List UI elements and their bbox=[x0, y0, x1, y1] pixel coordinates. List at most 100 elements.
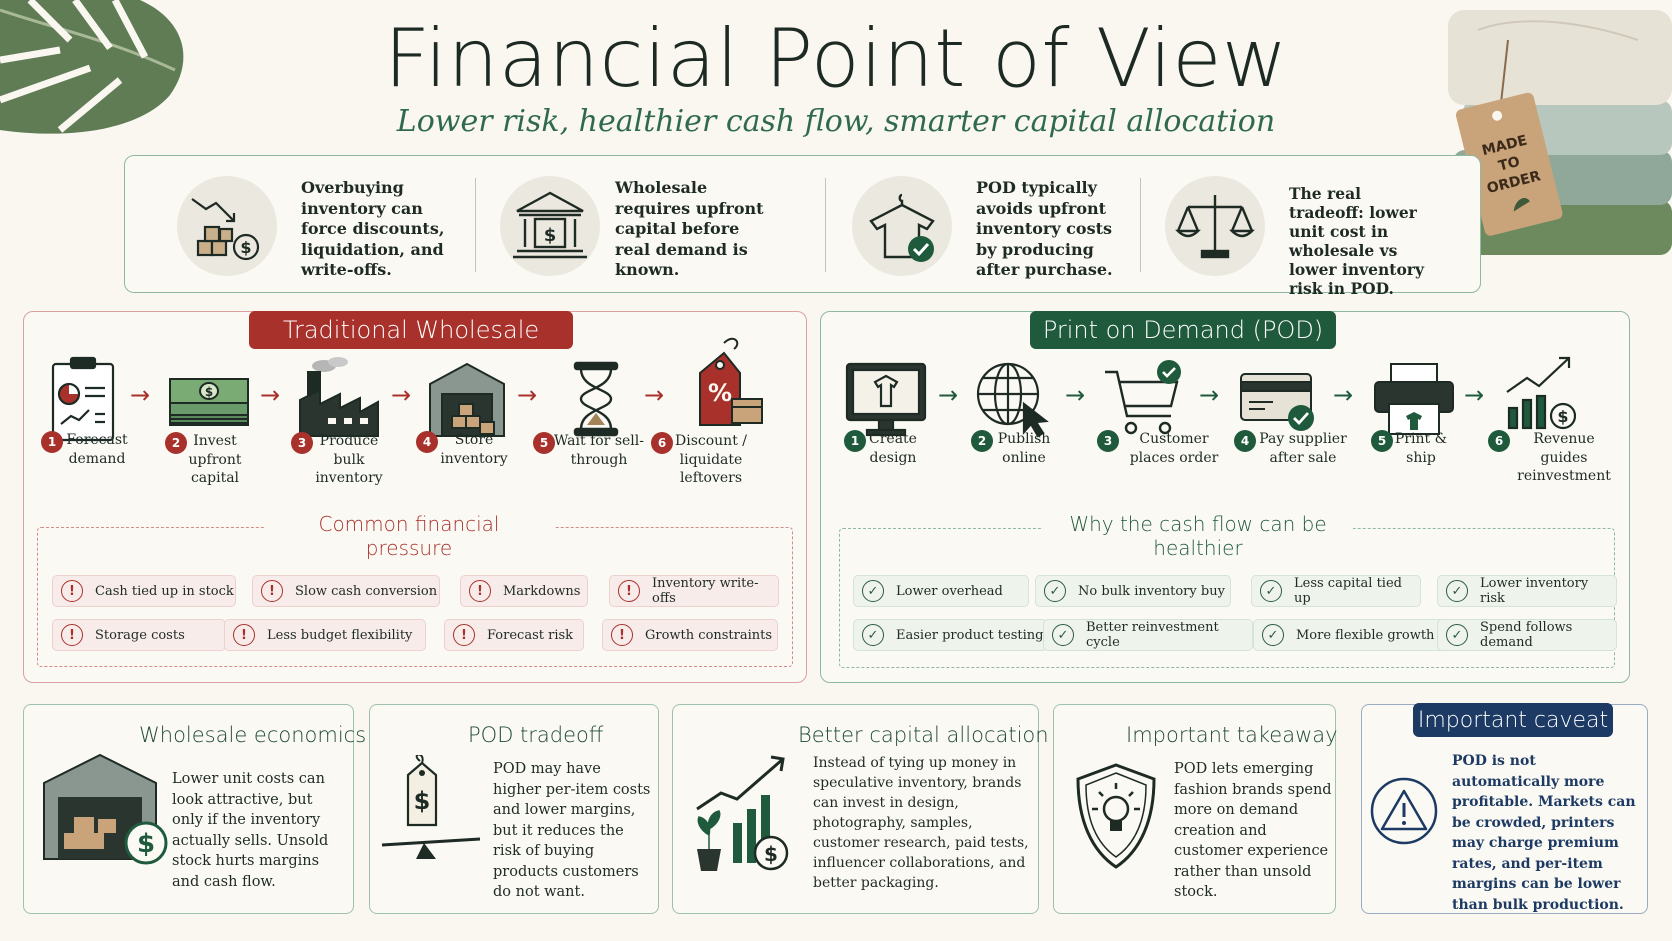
page-subtitle: Lower risk, healthier cash flow, smarter… bbox=[396, 104, 1276, 139]
benefit-chip: ✓Better reinvestment cycle bbox=[1043, 619, 1253, 651]
benefit-text: Overbuying inventory can force discounts… bbox=[301, 178, 445, 279]
key-points-panel: $ Overbuying inventory can force discoun… bbox=[124, 155, 1481, 298]
arrow-right-icon: → bbox=[938, 381, 959, 409]
pressure-chip: !Slow cash conversion bbox=[252, 575, 440, 607]
alert-icon: ! bbox=[618, 580, 640, 602]
card-title: Better capital allocation bbox=[798, 723, 1049, 747]
shirt-check-icon bbox=[852, 176, 952, 276]
arrow-right-icon: → bbox=[391, 381, 412, 409]
factory-icon bbox=[294, 354, 384, 444]
benefit-wholesale-capital: $ Wholesale requires upfront capital bef… bbox=[500, 156, 790, 294]
svg-text:$: $ bbox=[414, 787, 431, 815]
svg-text:$: $ bbox=[764, 842, 778, 866]
benefit-real-tradeoff: The real tradeoff: lower unit cost in wh… bbox=[1165, 156, 1465, 298]
svg-text:$: $ bbox=[544, 225, 557, 246]
step-label: Produce bulk inventory bbox=[315, 433, 383, 486]
arrow-right-icon: → bbox=[644, 381, 665, 409]
svg-text:$: $ bbox=[205, 385, 213, 399]
pressure-chip: !Markdowns bbox=[460, 575, 588, 607]
benefit-chip: ✓Less capital tied up bbox=[1251, 575, 1421, 607]
alert-icon: ! bbox=[453, 624, 475, 646]
monitor-shirt-icon bbox=[841, 354, 931, 444]
check-circle-icon: ✓ bbox=[1044, 580, 1066, 602]
check-circle-icon: ✓ bbox=[862, 624, 884, 646]
pressure-chip: !Forecast risk bbox=[444, 619, 584, 651]
card-body: Lower unit costs can look attractive, bu… bbox=[172, 771, 329, 890]
benefit-chip: ✓Lower overhead bbox=[853, 575, 1029, 607]
pod-title: Print on Demand (POD) bbox=[1030, 311, 1336, 349]
card-title: Important caveat bbox=[1413, 703, 1613, 737]
step-label: Create design bbox=[869, 431, 917, 466]
arrow-right-icon: → bbox=[1333, 381, 1354, 409]
folded-shirts-decoration: MADE TO ORDER bbox=[1448, 10, 1672, 255]
step-number-badge: 5 bbox=[533, 432, 555, 454]
card-body: POD may have higher per-item costs and l… bbox=[493, 761, 651, 900]
step-number-badge: 1 bbox=[844, 430, 866, 452]
pressure-chip: !Growth constraints bbox=[602, 619, 778, 651]
arrow-right-icon: → bbox=[1199, 381, 1220, 409]
step-number-badge: 6 bbox=[1488, 430, 1510, 452]
alert-icon: ! bbox=[261, 580, 283, 602]
arrow-right-icon: → bbox=[517, 381, 538, 409]
alert-icon: ! bbox=[233, 624, 255, 646]
price-tag-seesaw-icon: $ bbox=[381, 755, 481, 859]
cart-check-icon bbox=[1101, 354, 1191, 444]
step-number-badge: 2 bbox=[971, 430, 993, 452]
svg-text:TO: TO bbox=[1497, 154, 1522, 175]
card-body: Instead of tying up money in speculative… bbox=[813, 755, 1029, 891]
pressure-chip: !Less budget flexibility bbox=[224, 619, 426, 651]
svg-text:%: % bbox=[708, 379, 732, 407]
hourglass-icon bbox=[551, 354, 641, 444]
step-label: Wait for sell-through bbox=[554, 433, 644, 468]
step-label: Forecast demand bbox=[66, 432, 128, 467]
step-number-badge: 3 bbox=[291, 432, 313, 454]
shield-bulb-icon bbox=[1076, 763, 1156, 869]
globe-cursor-icon bbox=[967, 354, 1057, 444]
card-body: POD lets emerging fashion brands spend m… bbox=[1174, 761, 1332, 900]
discount-tag-icon: % bbox=[684, 337, 774, 430]
benefit-chip: ✓Easier product testing bbox=[853, 619, 1047, 651]
arrow-right-icon: → bbox=[1464, 381, 1485, 409]
print-on-demand-panel: Print on Demand (POD) → → → → bbox=[820, 311, 1630, 683]
step-number-badge: 1 bbox=[41, 431, 63, 453]
healthier-cash-flow-title: Why the cash flow can be healthier bbox=[1043, 512, 1353, 560]
check-circle-icon: ✓ bbox=[1052, 624, 1074, 646]
benefit-chip: ✓Spend follows demand bbox=[1437, 619, 1617, 651]
step-label: Store inventory bbox=[440, 432, 508, 467]
step-number-badge: 6 bbox=[651, 432, 673, 454]
traditional-wholesale-panel: Traditional Wholesale → $ → → bbox=[23, 311, 807, 683]
card-pod-tradeoff: POD tradeoff $ POD may have higher per-i… bbox=[369, 704, 659, 914]
benefit-chip: ✓More flexible growth bbox=[1253, 619, 1449, 651]
growth-chart-icon: $ bbox=[1497, 348, 1587, 438]
card-title: Wholesale economics bbox=[139, 723, 367, 747]
warehouse-icon bbox=[422, 354, 512, 444]
svg-text:$: $ bbox=[137, 829, 155, 859]
step-label: Publish online bbox=[997, 431, 1051, 466]
svg-text:$: $ bbox=[240, 238, 251, 257]
warehouse-dollar-icon: $ bbox=[43, 753, 168, 865]
pressure-chip: !Cash tied up in stock bbox=[52, 575, 236, 607]
benefit-pod-avoids: POD typically avoids upfront inventory c… bbox=[852, 156, 1152, 294]
alert-icon: ! bbox=[469, 580, 491, 602]
divider bbox=[475, 178, 476, 272]
step-number-badge: 3 bbox=[1097, 430, 1119, 452]
bank-capital-icon: $ bbox=[500, 176, 600, 276]
check-circle-icon: ✓ bbox=[862, 580, 884, 602]
plant-growth-icon: $ bbox=[696, 755, 789, 871]
benefit-overbuying: $ Overbuying inventory can force discoun… bbox=[177, 156, 467, 294]
financial-pressure-title: Common financial pressure bbox=[264, 512, 554, 560]
step-label: Revenue guides reinvestment bbox=[1517, 431, 1611, 484]
benefit-text: POD typically avoids upfront inventory c… bbox=[976, 178, 1113, 279]
check-circle-icon: ✓ bbox=[1446, 624, 1468, 646]
benefit-text: The real tradeoff: lower unit cost in wh… bbox=[1289, 184, 1424, 298]
monstera-leaf-decoration bbox=[0, 0, 184, 134]
step-number-badge: 5 bbox=[1371, 430, 1393, 452]
pressure-chip: !Inventory write-offs bbox=[609, 575, 779, 607]
benefit-text: Wholesale requires upfront capital befor… bbox=[615, 178, 764, 279]
step-label: Pay supplier after sale bbox=[1259, 431, 1347, 466]
check-circle-icon: ✓ bbox=[1262, 624, 1284, 646]
divider bbox=[825, 178, 826, 272]
benefit-chip: ✓No bulk inventory buy bbox=[1035, 575, 1231, 607]
card-wholesale-economics: Wholesale economics $ Lower unit costs c… bbox=[23, 704, 366, 914]
card-check-icon bbox=[1233, 354, 1323, 444]
